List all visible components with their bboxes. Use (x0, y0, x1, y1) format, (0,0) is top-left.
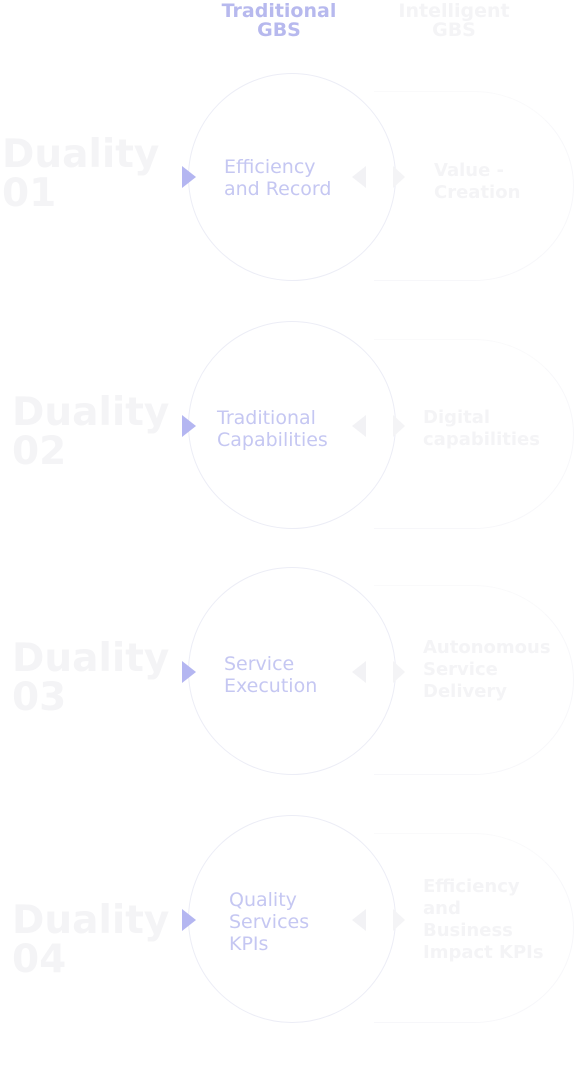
duality-label-number: 03 (12, 675, 67, 720)
duality-label-01: Duality 01 (2, 135, 159, 213)
intelligent-text-line: Impact KPIs (423, 942, 544, 963)
play-arrow-icon (182, 661, 196, 683)
intelligent-text-line: Autonomous (423, 637, 551, 658)
play-arrow-icon (182, 909, 196, 931)
duality-label-02: Duality 02 (12, 393, 169, 471)
intelligent-text-line: Delivery (423, 681, 508, 702)
traditional-text-line: Quality (229, 889, 297, 911)
duality-label-04: Duality 04 (12, 901, 169, 979)
header-intelligent-line-2: GBS (432, 19, 476, 41)
traditional-text: Efficiency and Record (224, 156, 331, 200)
intelligent-text-line: Value - (434, 160, 505, 181)
play-arrow-icon (182, 415, 196, 437)
duality-label-word: Duality (2, 132, 160, 177)
play-arrow-icon (182, 166, 196, 188)
duality-label-03: Duality 03 (12, 639, 169, 717)
duality-row-04: Duality 04 Quality Services KPIs Efficie… (0, 815, 574, 1065)
arrow-right-icon (393, 415, 405, 437)
intelligent-text-line: Digital (423, 407, 491, 428)
header-intelligent-line-1: Intelligent (398, 0, 510, 22)
intelligent-text-line: Creation (434, 182, 521, 203)
intelligent-text: Digital capabilities (423, 407, 540, 451)
header-traditional-line-2: GBS (257, 19, 301, 41)
header-intelligent-gbs: Intelligent GBS (374, 2, 534, 40)
arrow-right-icon (393, 909, 405, 931)
traditional-text-line: Execution (224, 675, 318, 697)
arrow-left-icon (352, 415, 366, 437)
traditional-text-line: KPIs (229, 933, 269, 955)
duality-row-01: Duality 01 Efficiency and Record Value -… (0, 73, 574, 323)
arrow-right-icon (393, 166, 405, 188)
intelligent-text: Value - Creation (434, 160, 520, 204)
header-traditional-line-1: Traditional (221, 0, 337, 22)
traditional-text-line: Efficiency (224, 156, 316, 178)
traditional-text: Traditional Capabilities (217, 407, 328, 451)
duality-label-number: 01 (2, 171, 57, 216)
traditional-text: Quality Services KPIs (229, 889, 309, 955)
duality-label-number: 04 (12, 937, 67, 982)
arrow-right-icon (393, 661, 405, 683)
traditional-text: Service Execution (224, 653, 317, 697)
intelligent-text: Efficiency and Business Impact KPIs (423, 876, 544, 964)
duality-label-word: Duality (12, 898, 170, 943)
duality-label-number: 02 (12, 429, 67, 474)
intelligent-text-line: Efficiency (423, 876, 520, 897)
duality-label-word: Duality (12, 390, 170, 435)
traditional-text-line: and Record (224, 178, 332, 200)
arrow-left-icon (352, 909, 366, 931)
duality-row-02: Duality 02 Traditional Capabilities Digi… (0, 321, 574, 571)
header-traditional-gbs: Traditional GBS (199, 2, 359, 40)
duality-label-word: Duality (12, 636, 170, 681)
traditional-text-line: Capabilities (217, 429, 328, 451)
intelligent-text-line: Business (423, 920, 513, 941)
intelligent-text-line: capabilities (423, 429, 540, 450)
arrow-left-icon (352, 166, 366, 188)
intelligent-text-line: Service (423, 659, 498, 680)
arrow-left-icon (352, 661, 366, 683)
intelligent-text: Autonomous Service Delivery (423, 637, 551, 703)
traditional-text-line: Services (229, 911, 310, 933)
intelligent-text-line: and (423, 898, 461, 919)
duality-row-03: Duality 03 Service Execution Autonomous … (0, 567, 574, 817)
traditional-text-line: Traditional (217, 407, 316, 429)
traditional-text-line: Service (224, 653, 295, 675)
